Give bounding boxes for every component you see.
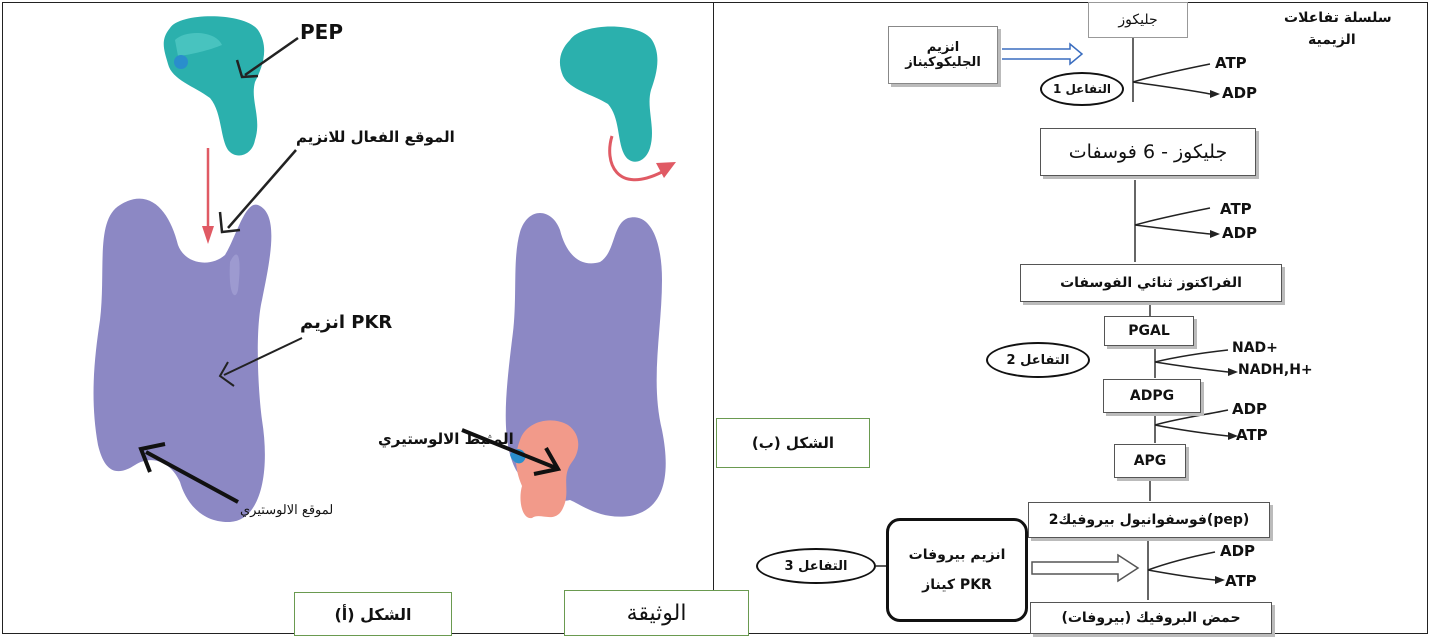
fbp-box: الفراكتوز ثنائي الفوسفات: [1020, 264, 1282, 302]
apg-box: APG: [1114, 444, 1186, 478]
hexokinase-line2: الجليكوكيناز: [905, 55, 981, 70]
adp-label-1: ADP: [1222, 84, 1257, 102]
adp-label-2: ADP: [1222, 224, 1257, 242]
pyruvate-kinase-box: انزيم بيروفات كيناز PKR: [886, 518, 1028, 622]
nad-label: NAD+: [1232, 340, 1278, 356]
pgal-box: PGAL: [1104, 316, 1194, 346]
pk-line1: انزيم بيروفات: [909, 540, 1006, 570]
pk-line2: كيناز PKR: [922, 570, 992, 600]
hexokinase-box: انزيم الجليكوكيناز: [888, 26, 998, 84]
atp-label-4: ATP: [1225, 572, 1257, 590]
series-title-line1: سلسلة تفاعلات: [1284, 10, 1392, 26]
atp-label-1: ATP: [1215, 54, 1247, 72]
adp-label-4: ADP: [1220, 542, 1255, 560]
glucose-box: جليكوز: [1088, 2, 1188, 38]
pyruvate-box: حمض البروفيك (بيروفات): [1030, 602, 1272, 634]
g6p-box: جليكوز - 6 فوسفات: [1040, 128, 1256, 176]
nadh-label: NADH,H+: [1238, 362, 1313, 378]
reaction3-ellipse: التفاعل 3: [756, 548, 876, 584]
reaction1-ellipse: التفاعل 1: [1040, 72, 1124, 106]
adp-label-3: ADP: [1232, 400, 1267, 418]
series-title-line2: الزيمية: [1308, 32, 1356, 48]
atp-label-3: ATP: [1236, 426, 1268, 444]
pep-box: 2فوسفوانيول بيروفيك(pep): [1028, 502, 1270, 538]
adpg-box: ADPG: [1103, 379, 1201, 413]
atp-label-2: ATP: [1220, 200, 1252, 218]
reaction2-ellipse: التفاعل 2: [986, 342, 1090, 378]
figure-b-caption: الشكل (ب): [716, 418, 870, 468]
hexokinase-line1: انزيم: [927, 40, 960, 55]
